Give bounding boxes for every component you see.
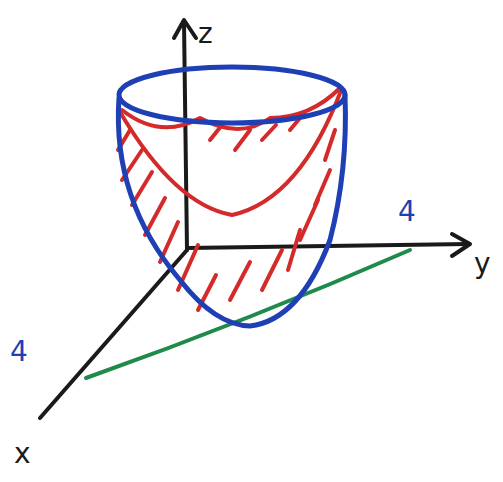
axis-tick-value: 4 (398, 198, 416, 226)
axis-label: x (14, 440, 31, 468)
x-axis (40, 250, 187, 418)
axis-label: y (474, 250, 491, 278)
z-arrowhead (174, 20, 196, 38)
surface-outline (118, 95, 345, 326)
axis-label: z (198, 20, 213, 48)
trace-line (86, 250, 410, 378)
axis-tick-value: 4 (10, 338, 28, 366)
z-axis (184, 22, 187, 250)
red-curve (120, 88, 342, 215)
top-rim (119, 67, 345, 123)
hatching (118, 112, 335, 310)
y-arrowhead (452, 234, 470, 256)
